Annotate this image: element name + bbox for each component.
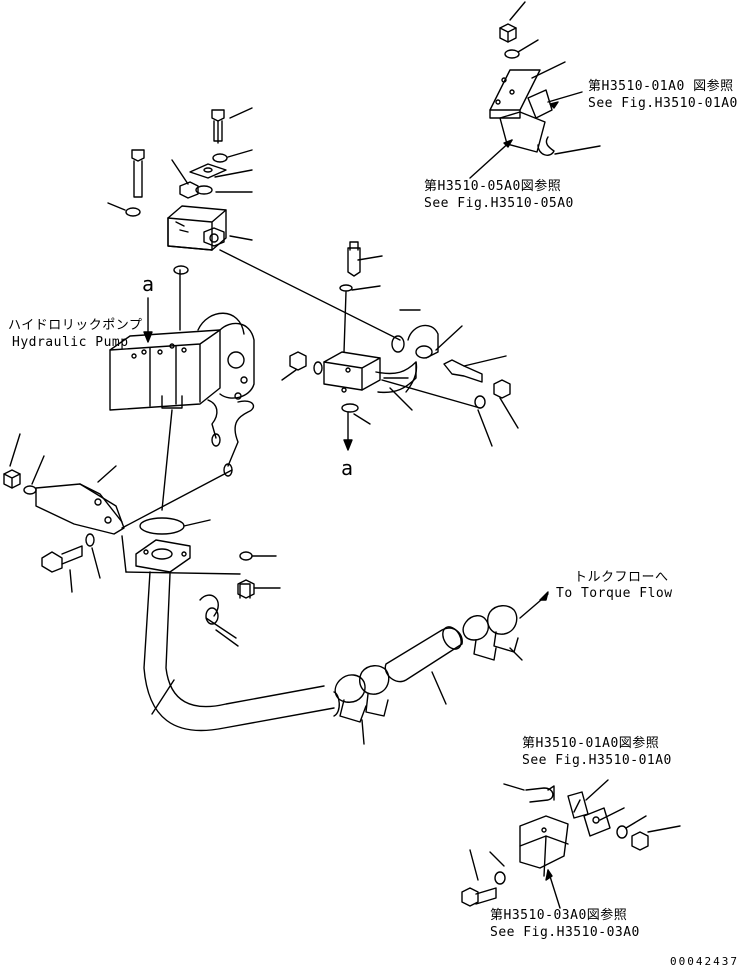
ref-bottom-top-jp: 第H3510-01A0図参照 <box>522 736 660 751</box>
valve-block-hose <box>281 241 519 447</box>
top-right-bracket-assembly <box>469 1 601 179</box>
suction-pipe <box>135 539 340 732</box>
hydraulic-pump-label-en: Hydraulic Pump <box>12 335 129 350</box>
hose-clamps <box>334 591 549 745</box>
view-mark-upper: a <box>142 272 155 296</box>
ref-top-right-en: See Fig.H3510-01A0 <box>588 96 738 111</box>
ref-bottom-top-en: See Fig.H3510-01A0 <box>522 753 672 768</box>
ref-top-left-jp: 第H3510-05A0図参照 <box>424 179 562 194</box>
ref-bottom-low-en: See Fig.H3510-03A0 <box>490 925 640 940</box>
hydraulic-pump <box>109 249 401 511</box>
left-bracket <box>3 433 241 593</box>
ref-top-left-en: See Fig.H3510-05A0 <box>424 196 574 211</box>
drawing-number: 00042437 <box>670 955 739 968</box>
view-mark-lower: a <box>341 456 354 480</box>
o-ring <box>139 517 211 535</box>
view-arrow-lower <box>343 411 353 451</box>
bottom-right-bracket-assembly <box>461 779 681 909</box>
torque-flow-label-jp: トルクフローへ <box>574 570 669 585</box>
view-arrow-upper <box>143 297 153 343</box>
torque-flow-label-en: To Torque Flow <box>556 586 673 601</box>
ref-bottom-low-jp: 第H3510-03A0図参照 <box>490 908 628 923</box>
hydraulic-pump-label-jp: ハイドロリックポンプ <box>8 318 143 333</box>
pump-top-fittings <box>107 107 253 275</box>
ref-top-right-jp: 第H3510-01A0 図参照 <box>588 79 734 94</box>
